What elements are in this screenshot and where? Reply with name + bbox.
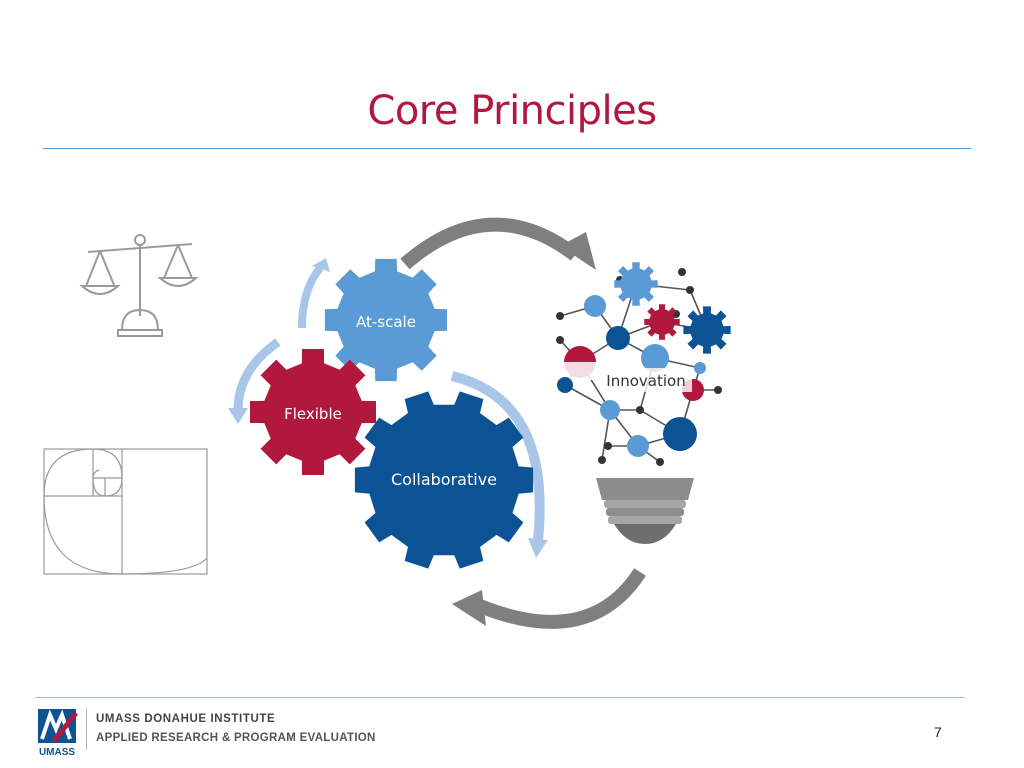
- top-rotation-arrow: [298, 265, 324, 329]
- title-underline: [43, 148, 971, 149]
- bottom-arrow-head-icon: [452, 590, 486, 626]
- left-rotation-head-icon: [228, 408, 248, 424]
- bulb-gear-3-shape: [683, 306, 731, 354]
- footer-rule: [35, 697, 965, 698]
- bulb-gear-2-shape: [644, 304, 680, 340]
- gear-at-scale: [324, 258, 448, 382]
- top-cycle-arrow: [400, 217, 580, 270]
- footer-department: APPLIED RESEARCH & PROGRAM EVALUATION: [96, 732, 376, 744]
- gear-label-at-scale: At-scale: [356, 313, 416, 331]
- left-rotation-arrow: [233, 338, 281, 411]
- right-rotation-head-icon: [528, 538, 548, 558]
- right-rotation-arrow: [450, 371, 545, 541]
- lightbulb-icon: Innovation: [556, 262, 731, 544]
- gear-flexible-shape: [250, 349, 376, 475]
- gear-atscale-shape: [324, 258, 448, 382]
- top-rotation-head-icon: [312, 258, 330, 272]
- top-arrow-head-icon: [560, 232, 596, 270]
- umass-logo-icon: UMASS: [38, 709, 78, 757]
- innovation-diagram: At-scale Flexible Collaborative: [228, 217, 731, 629]
- logo-text: UMASS: [39, 747, 75, 757]
- slide-title: Core Principles: [367, 88, 657, 134]
- gear-collaborative: [354, 391, 534, 569]
- golden-spiral-icon: [43, 448, 208, 575]
- balance-scale-icon: [79, 234, 199, 337]
- bulb-gear-1-shape: [614, 262, 658, 306]
- bottom-cycle-arrow: [477, 568, 646, 629]
- page-number: 7: [934, 724, 942, 740]
- bulb-label: Innovation: [606, 372, 685, 390]
- footer-divider: [86, 708, 87, 750]
- gear-collab-shape: [354, 391, 534, 569]
- gear-flexible: [250, 349, 376, 475]
- gear-label-flexible: Flexible: [284, 405, 342, 423]
- footer-institute: UMASS DONAHUE INSTITUTE: [96, 713, 276, 725]
- gear-label-collaborative: Collaborative: [391, 470, 497, 489]
